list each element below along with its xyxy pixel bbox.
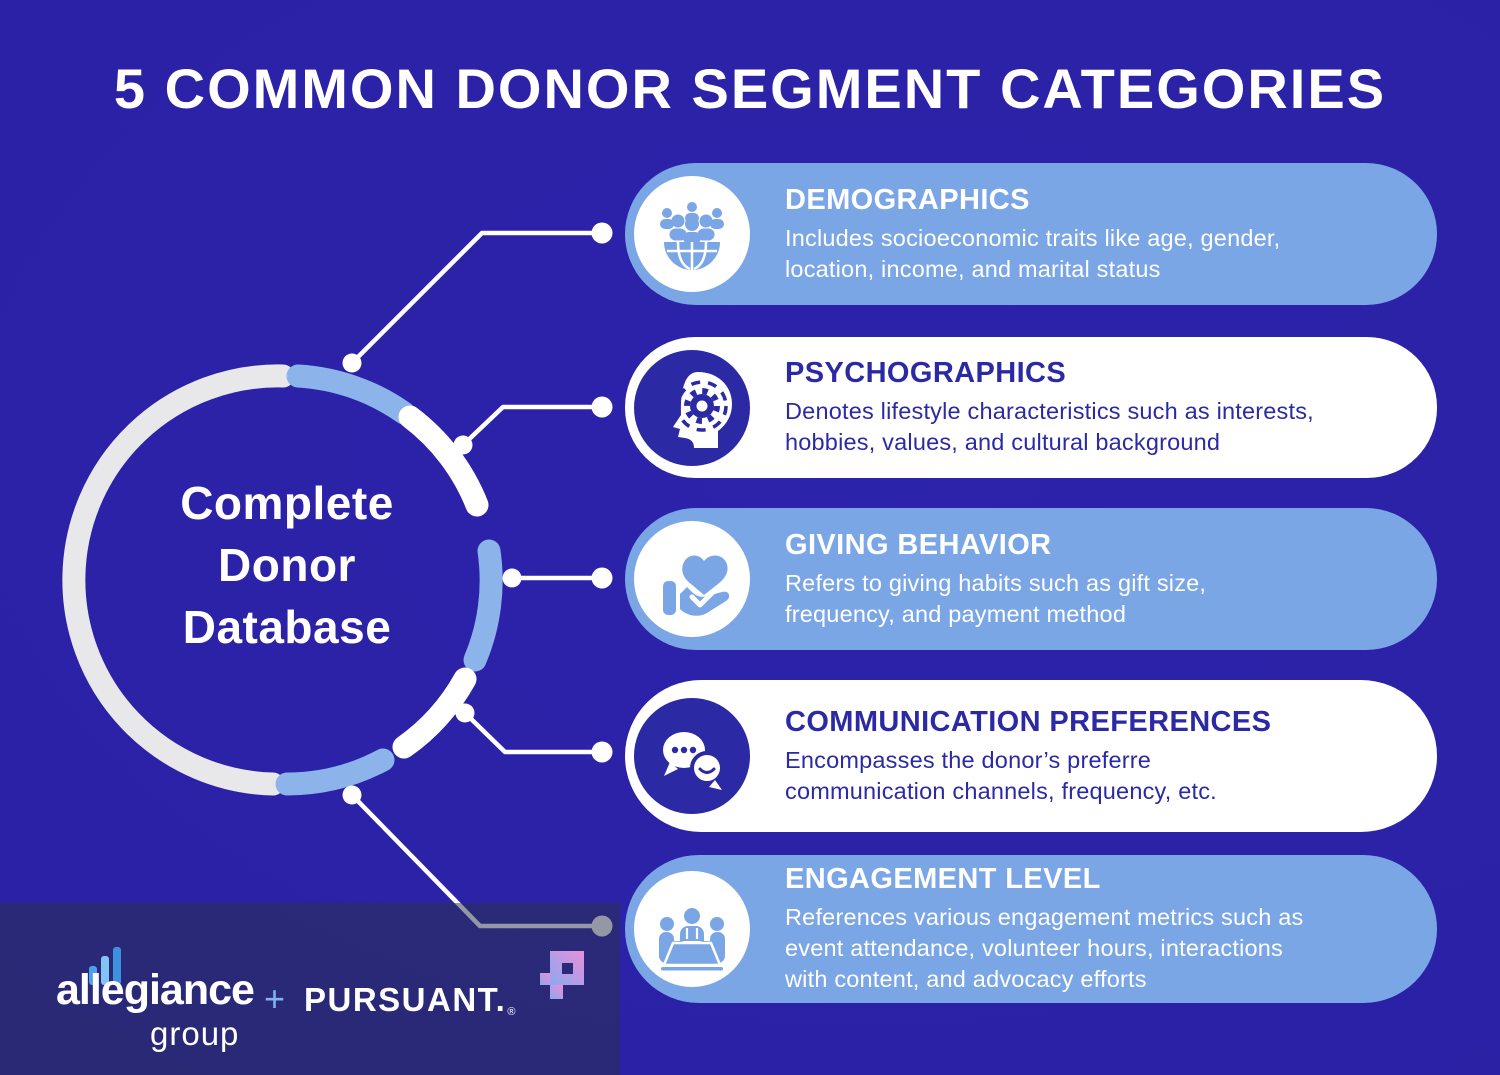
card-heading: ENGAGEMENT LEVEL bbox=[785, 863, 1101, 895]
allegiance-group-label: group bbox=[150, 1015, 240, 1052]
card-body: Includes socioeconomic traits like age, … bbox=[785, 224, 1281, 282]
allegiance-logo: allegiance bbox=[56, 966, 255, 1014]
ring-segment-gray bbox=[62, 364, 295, 796]
pursuant-logo: PURSUANT.® bbox=[304, 981, 517, 1019]
hub-line-3: Database bbox=[182, 601, 392, 653]
ring-segment-blue-right bbox=[463, 539, 503, 672]
card-body: Denotes lifestyle characteristics such a… bbox=[785, 398, 1314, 455]
ring-segment-white-lower bbox=[392, 667, 477, 759]
connector-psychographics bbox=[460, 404, 605, 448]
card-body: Refers to giving habits such as gift siz… bbox=[785, 569, 1207, 627]
ring-segment-blue-bottom bbox=[275, 748, 395, 796]
card-heading: GIVING BEHAVIOR bbox=[785, 528, 1052, 561]
registered-mark: ® bbox=[507, 1006, 517, 1018]
chat-bubbles-icon bbox=[634, 698, 750, 814]
plus-sign: + bbox=[264, 978, 286, 1019]
hub-label: Complete Donor Database bbox=[87, 472, 487, 658]
card-heading: COMMUNICATION PREFERENCES bbox=[785, 705, 1272, 738]
card-heading: PSYCHOGRAPHICS bbox=[785, 357, 1067, 389]
connector-communication bbox=[462, 710, 605, 755]
head-gear-icon bbox=[634, 349, 750, 466]
card-heading: DEMOGRAPHICS bbox=[785, 183, 1030, 216]
hub-line-2: Donor bbox=[218, 539, 356, 591]
hub-line-1: Complete bbox=[180, 477, 394, 529]
allegiance-bars-icon bbox=[89, 947, 121, 985]
connector-demographics bbox=[349, 230, 605, 366]
hub-ring bbox=[62, 364, 503, 796]
card-body: References various engagement metrics su… bbox=[785, 904, 1304, 992]
ring-segment-white-upper bbox=[398, 405, 489, 517]
ring-segment-blue-top bbox=[286, 364, 416, 425]
card-demographics: DEMOGRAPHICS Includes socioeconomic trai… bbox=[625, 163, 1437, 305]
card-giving-behavior: GIVING BEHAVIOR Refers to giving habits … bbox=[625, 508, 1437, 650]
footer-band: allegiance group + PURSUANT.® bbox=[0, 903, 620, 1075]
hand-heart-icon bbox=[634, 521, 750, 637]
card-communication-preferences: COMMUNICATION PREFERENCES Encompasses th… bbox=[625, 680, 1437, 832]
card-psychographics: PSYCHOGRAPHICS Denotes lifestyle charact… bbox=[625, 337, 1437, 478]
card-engagement-level: ENGAGEMENT LEVEL References various enga… bbox=[625, 855, 1437, 1003]
page-title: 5 COMMON DONOR SEGMENT CATEGORIES bbox=[113, 57, 1387, 120]
people-globe-icon bbox=[634, 176, 750, 292]
pursuant-wordmark: PURSUANT. bbox=[304, 981, 507, 1018]
meeting-icon bbox=[634, 871, 750, 987]
pursuant-p-icon bbox=[540, 951, 584, 999]
